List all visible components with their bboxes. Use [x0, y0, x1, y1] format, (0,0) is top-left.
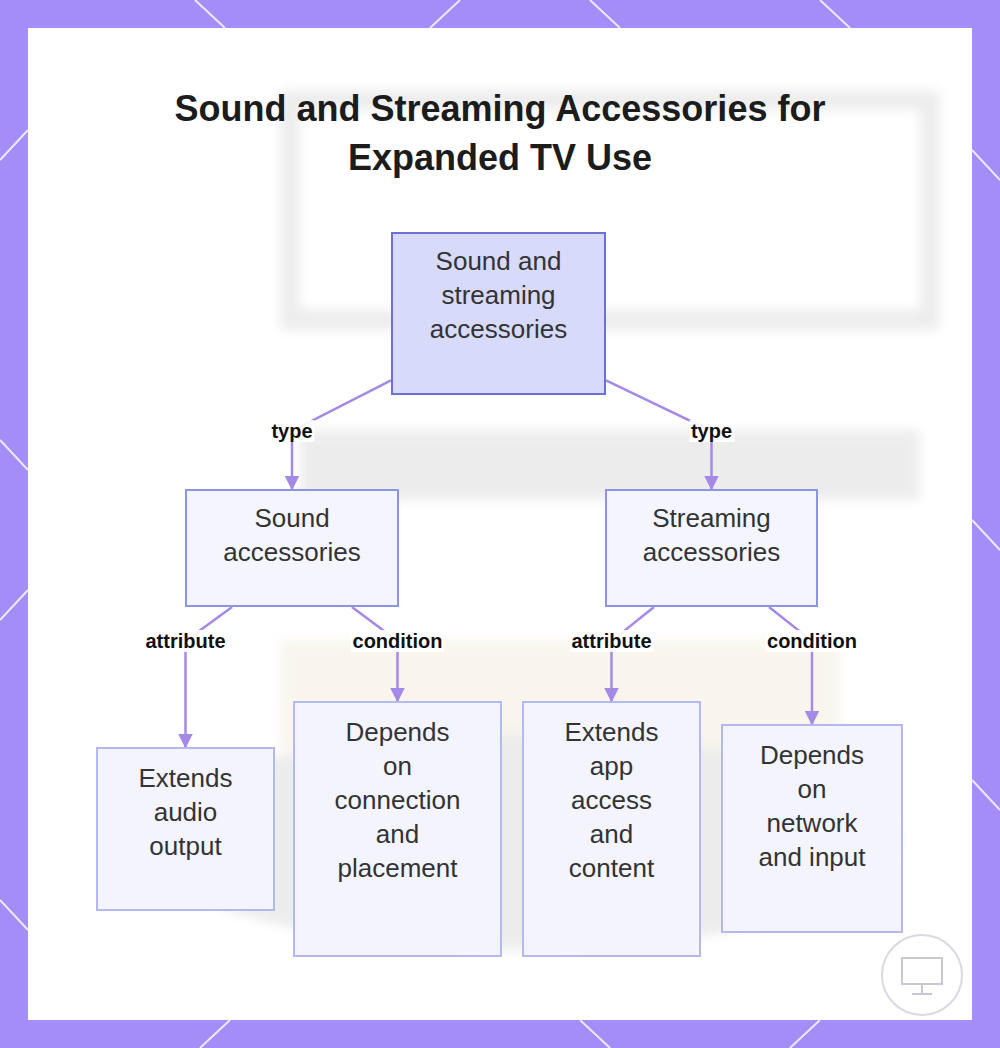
edge-label: type [269, 420, 314, 442]
node-text: Depends on connection and placement [331, 715, 464, 885]
edge-label: condition [351, 630, 445, 652]
edge-label: type [689, 420, 734, 442]
edge-label: attribute [144, 630, 228, 652]
detail-box: Extends audio output [96, 747, 275, 911]
category-box: Streaming accessories [605, 489, 818, 607]
category-box: Sound accessories [185, 489, 399, 607]
diagram-title: Sound and Streaming Accessories for Expa… [120, 84, 880, 182]
connector-line [612, 607, 654, 701]
connector-line [352, 607, 398, 701]
corner-icon [882, 935, 962, 1015]
node-text: Sound accessories [197, 501, 387, 569]
connector-line [186, 607, 233, 747]
node-text: Streaming accessories [617, 501, 806, 569]
edge-label: attribute [570, 630, 654, 652]
node-text: Extends app access and content [552, 715, 671, 885]
node-text: Sound and streaming accessories [403, 244, 594, 346]
detail-box: Depends on connection and placement [293, 701, 502, 957]
edge-label: condition [765, 630, 859, 652]
root-box: Sound and streaming accessories [391, 232, 606, 395]
node-text: Depends on network and input [753, 738, 871, 874]
detail-box: Extends app access and content [522, 701, 701, 957]
page-background [28, 28, 972, 1020]
node-text: Extends audio output [118, 761, 253, 863]
connector-line [769, 607, 812, 724]
detail-box: Depends on network and input [721, 724, 903, 933]
